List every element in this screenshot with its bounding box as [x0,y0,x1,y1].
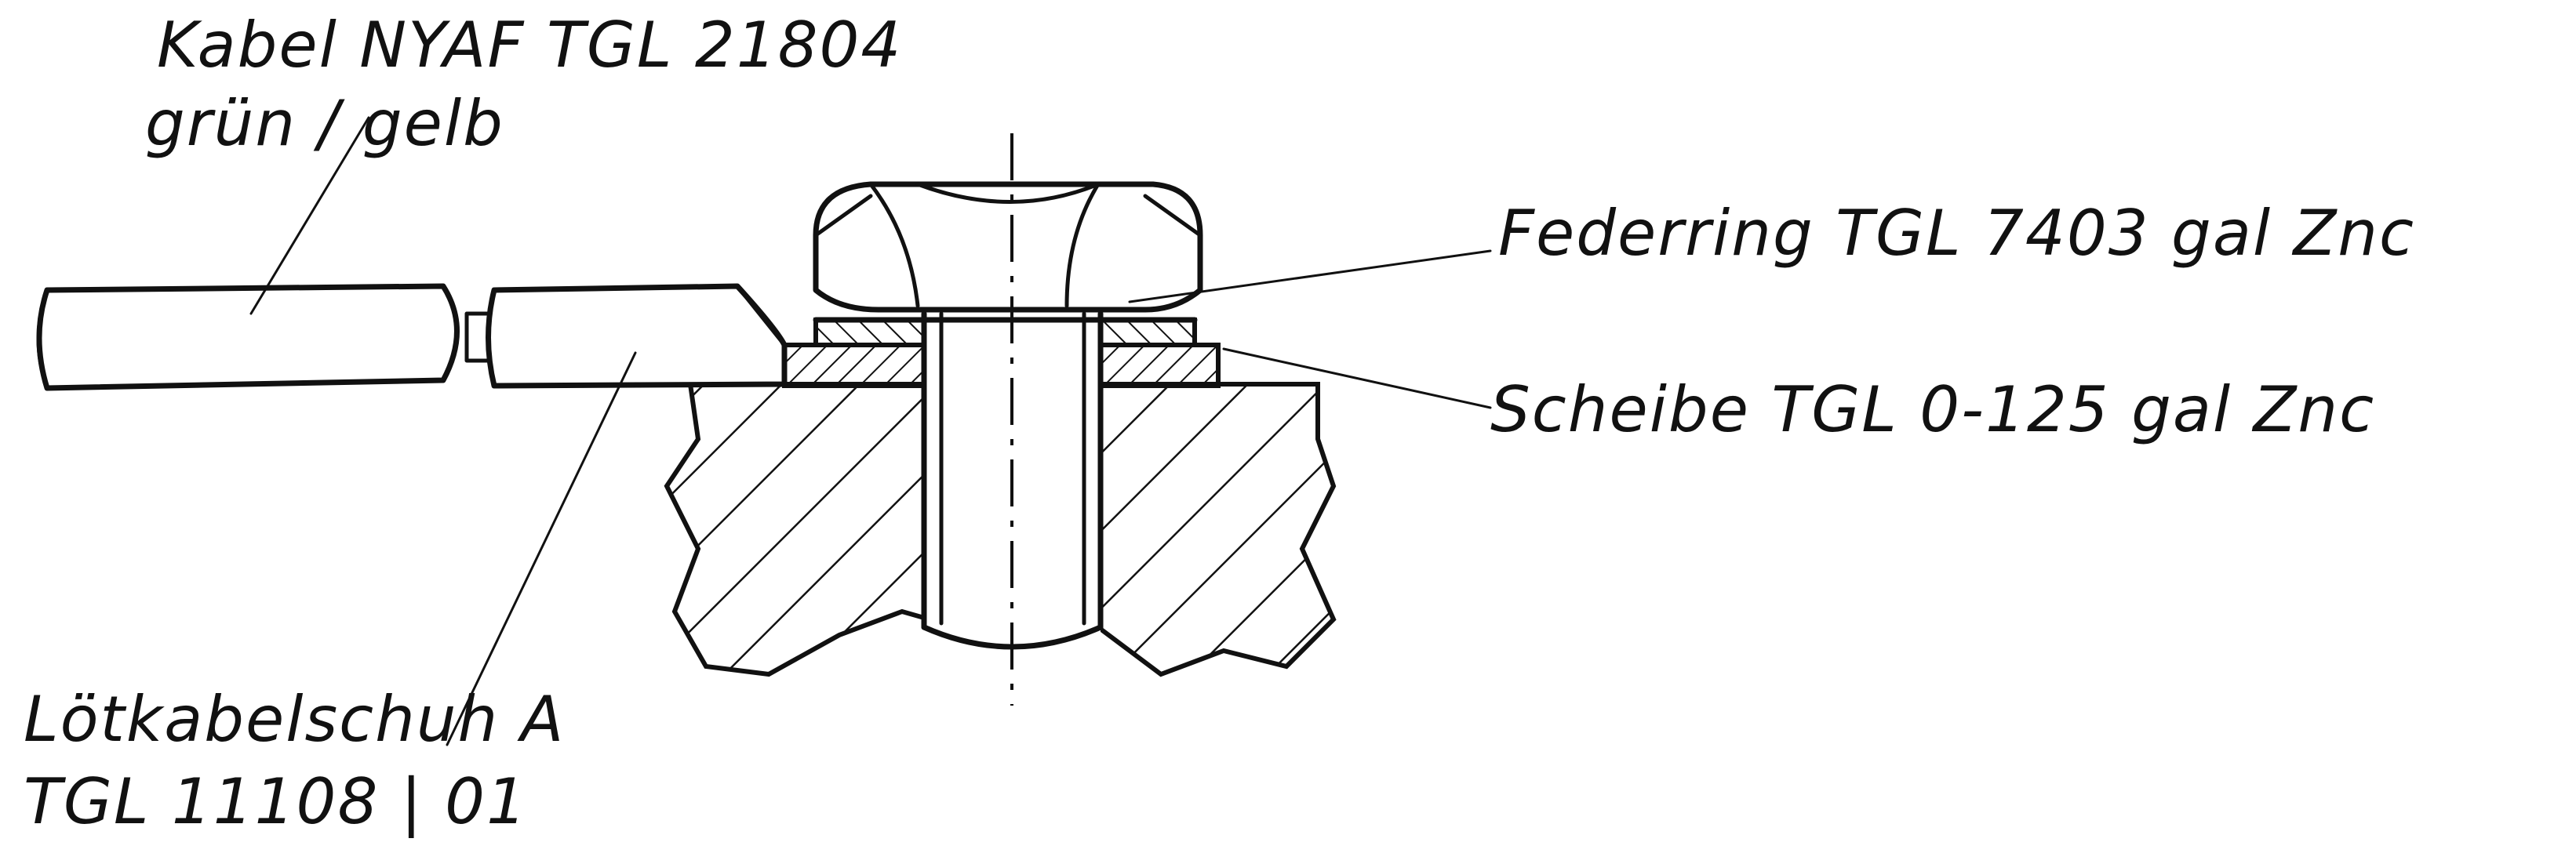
cable-lug [486,283,788,389]
labels: Kabel NYAF TGL 21804 grün / gelb Federri… [24,9,2415,839]
label-lug-line2: TGL 11108 | 01 [24,765,528,839]
label-spring-ring: Federring TGL 7403 gal Znc [1498,197,2415,270]
spring-ring [813,317,1198,347]
screw-head [813,181,1203,313]
label-cable-line2: grün / gelb [145,87,504,160]
label-cable-line1: Kabel NYAF TGL 21804 [157,9,902,82]
label-washer: Scheibe TGL 0-125 gal Znc [1490,373,2375,446]
base-plate [664,345,1337,677]
cable [36,283,493,391]
leader-lines [249,116,1492,746]
label-lug-line1: Lötkabelschuh A [24,683,565,756]
